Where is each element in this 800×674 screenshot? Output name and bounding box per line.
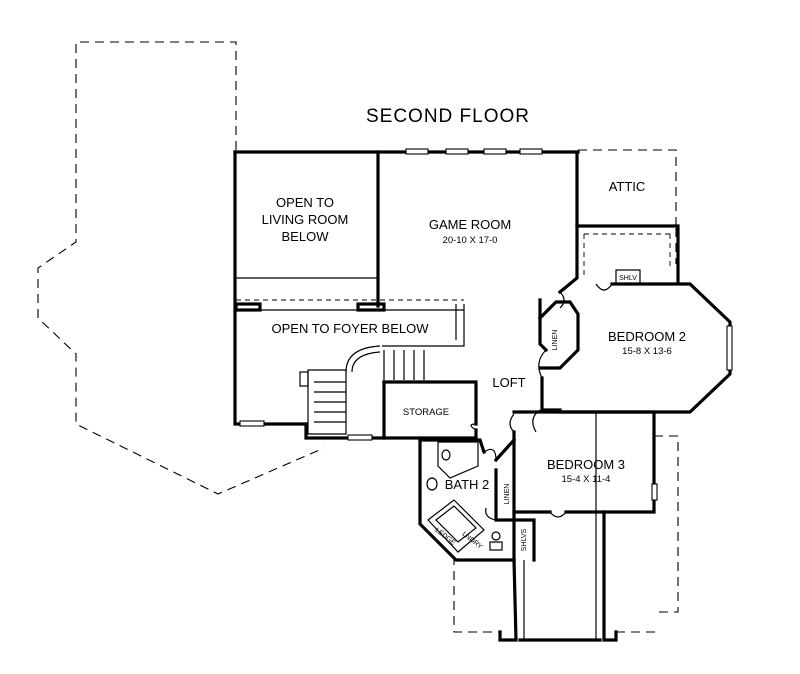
linen-label-2: LINEN (504, 484, 511, 505)
staircase (299, 345, 425, 435)
open-foyer-label: OPEN TO FOYER BELOW (272, 321, 430, 336)
attic-label: ATTIC (609, 179, 646, 194)
bedroom3-label: BEDROOM 3 (547, 457, 625, 472)
bath2-label: BATH 2 (445, 477, 490, 492)
bedroom3-dims: 15-4 X 11-4 (562, 474, 611, 485)
first-floor-outline (37, 41, 679, 633)
loft-label: LOFT (492, 375, 525, 390)
bath-fixtures (426, 441, 503, 553)
game-room-dims: 20-10 X 17-0 (443, 235, 498, 246)
open-living-line-2: LIVING ROOM (262, 212, 349, 227)
open-living-line-1: OPEN TO (276, 195, 334, 210)
plan-title: SECOND FLOOR (366, 106, 530, 127)
bedroom2-label: BEDROOM 2 (608, 329, 686, 344)
doors (470, 283, 613, 521)
labels: SECOND FLOOR OPEN TO LIVING ROOM BELOW G… (262, 106, 686, 551)
windows (239, 148, 733, 501)
interior-lines (234, 233, 671, 640)
open-living-line-3: BELOW (282, 229, 330, 244)
shlv-label: SHLV (619, 275, 637, 282)
storage-label: STORAGE (403, 407, 449, 418)
game-room-label: GAME ROOM (429, 217, 511, 232)
linen-label-1: LINEN (552, 330, 559, 351)
bedroom2-dims: 15-8 X 13-6 (622, 346, 672, 357)
shlvs-label: SHLVS (521, 528, 528, 551)
